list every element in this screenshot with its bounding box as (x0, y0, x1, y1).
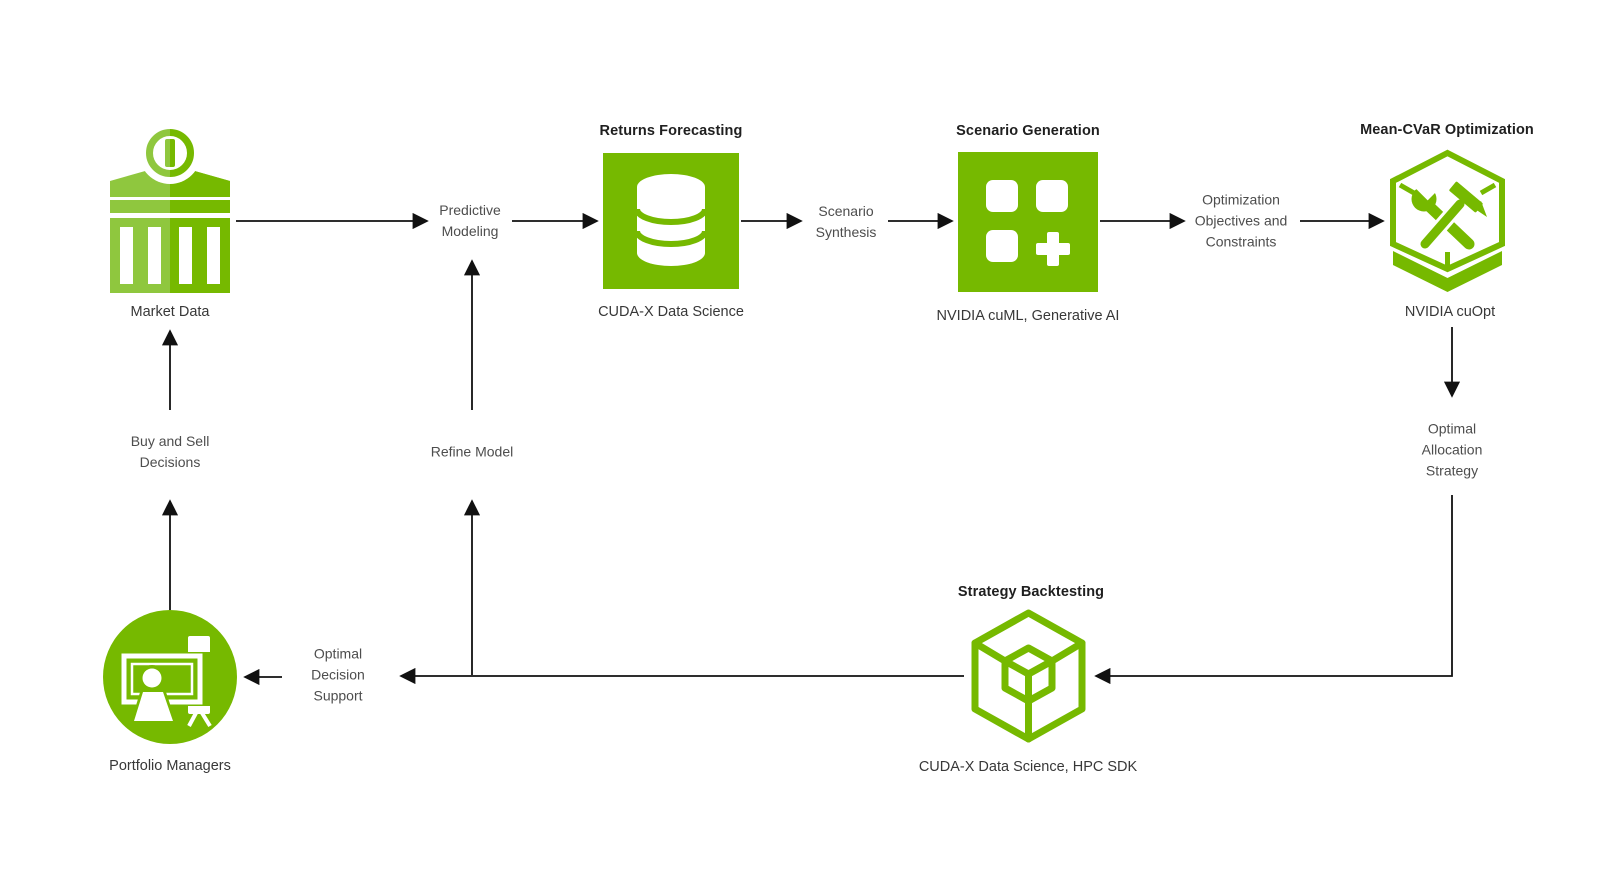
node-strategy-backtesting (970, 608, 1087, 743)
market-data-label: Market Data (130, 304, 210, 320)
node-scenario-generation (958, 152, 1098, 292)
returns-forecasting-label: CUDA-X Data Science (598, 304, 744, 320)
edge-label-refine-model: Refine Model (430, 443, 514, 460)
node-portfolio-managers (103, 610, 237, 744)
strategy-backtesting-label: CUDA-X Data Science, HPC SDK (918, 759, 1138, 775)
edge-label-optimization-objectives: Optimization Objectives and Constraints (1194, 191, 1288, 250)
returns-forecasting-title: Returns Forecasting (599, 123, 743, 139)
edge-label-optimal-allocation: Optimal Allocation Strategy (1421, 420, 1483, 479)
portfolio-managers-label: Portfolio Managers (109, 758, 231, 774)
arrow-allocation-to-backtesting (1094, 495, 1453, 685)
node-returns-forecasting (603, 153, 739, 289)
node-mean-cvar (1390, 147, 1505, 298)
scenario-generation-title: Scenario Generation (956, 123, 1100, 139)
edge-label-scenario-synthesis: Scenario Synthesis (815, 203, 877, 240)
mean-cvar-title: Mean-CVaR Optimization (1360, 122, 1534, 138)
presenter-icon (120, 636, 212, 728)
strategy-backtesting-title: Strategy Backtesting (957, 584, 1105, 600)
cube-icon (971, 609, 1086, 743)
edge-label-optimal-decision: Optimal Decision Support (311, 645, 365, 704)
edge-label-buy-sell-decisions: Buy and Sell Decisions (130, 433, 210, 470)
bank-icon (110, 128, 230, 293)
hexagon-tools-icon (1390, 149, 1505, 292)
mean-cvar-label: NVIDIA cuOpt (1404, 304, 1496, 320)
scenario-generation-label: NVIDIA cuML, Generative AI (936, 308, 1120, 324)
node-market-data (110, 128, 230, 293)
edge-label-predictive-modeling: Predictive Modeling (439, 202, 501, 239)
database-icon (634, 174, 708, 266)
grid-plus-icon (986, 180, 1070, 266)
